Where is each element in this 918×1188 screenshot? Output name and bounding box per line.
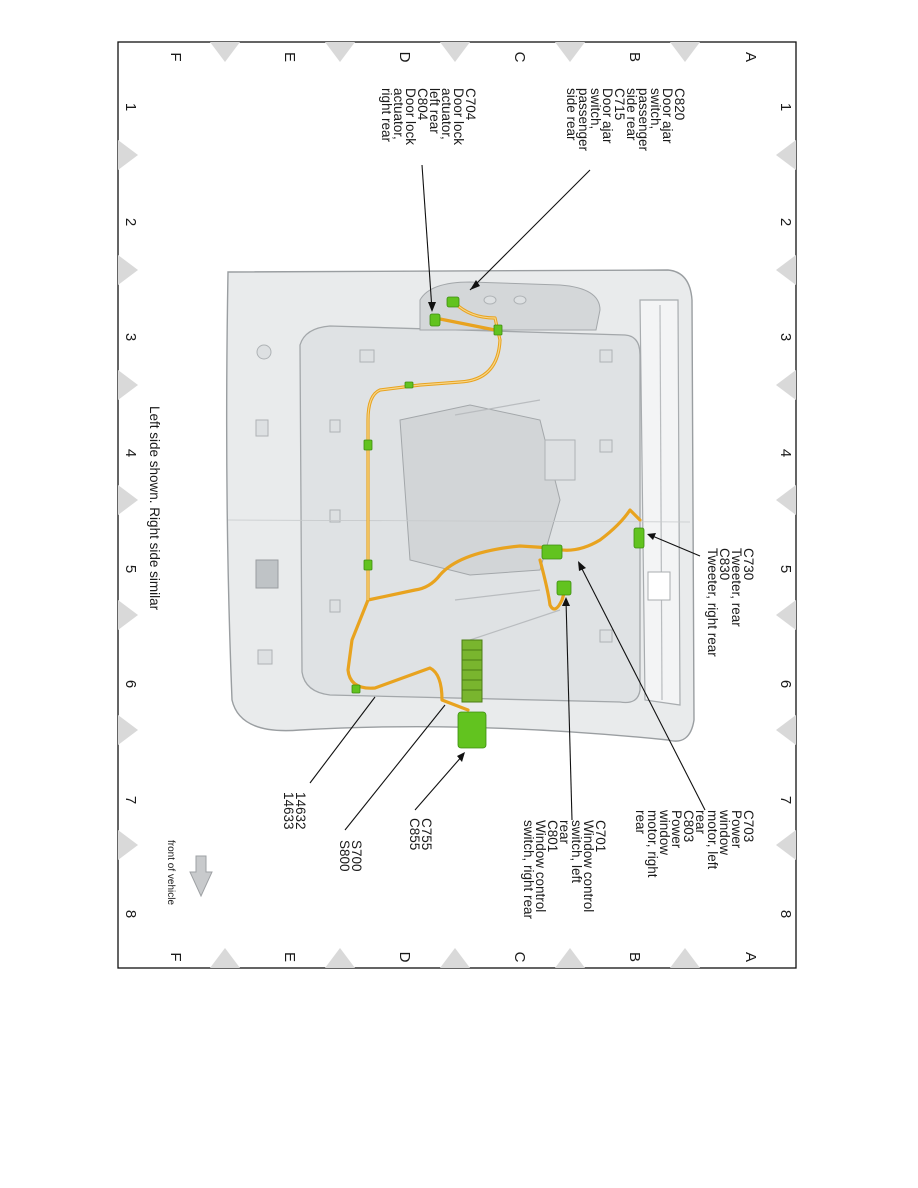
callout-text: C820 Door ajar switch, passenger side re… xyxy=(564,88,687,155)
harness-clip xyxy=(363,439,373,451)
harness-clip xyxy=(404,381,414,389)
grid-letter: C xyxy=(511,52,528,63)
grid-letter: C xyxy=(511,952,528,963)
callout-14632-14633: 14632 14633 xyxy=(281,792,308,833)
down-arrow-icon xyxy=(189,855,213,898)
connector-c730 xyxy=(633,527,645,549)
grid-number: 5 xyxy=(122,565,139,573)
connector-c701 xyxy=(556,580,572,596)
wiring-harness xyxy=(346,296,645,749)
callout-text: C703 Power window motor, left rear C803 … xyxy=(633,809,756,881)
callout-text: S700 S800 xyxy=(337,840,364,875)
callout-text: C755 C855 xyxy=(407,818,434,854)
grid-number: 2 xyxy=(777,218,794,226)
connector-c703 xyxy=(541,544,563,560)
grid-number: 7 xyxy=(122,796,139,804)
grid-letter: A xyxy=(742,952,759,962)
grid-number: 4 xyxy=(122,449,139,457)
callout-c704-c804: C704 Door lock actuator, left rear C804 … xyxy=(379,88,478,149)
callout-c730-c830: C730 Tweeter, rear C830 Tweeter, right r… xyxy=(705,548,756,657)
harness-clip xyxy=(363,559,373,571)
harness-clip xyxy=(351,684,361,694)
grid-numbers-left: 1 2 3 4 5 6 7 8 xyxy=(122,103,139,918)
grid-letter: E xyxy=(281,952,298,962)
connector-c755 xyxy=(457,711,487,749)
callout-c755-c855: C755 C855 xyxy=(407,818,434,854)
grid-number: 1 xyxy=(122,103,139,111)
door-panel-illustration xyxy=(225,269,695,742)
grid-number: 8 xyxy=(122,910,139,918)
grid-letter: E xyxy=(281,52,298,62)
connector-c820 xyxy=(446,296,460,308)
grid-number: 1 xyxy=(777,103,794,111)
grid-number: 5 xyxy=(777,565,794,573)
harness-clip xyxy=(493,324,503,336)
callout-text: 14632 14633 xyxy=(281,792,308,833)
grid-letter: A xyxy=(742,52,759,62)
diagram-caption: Left side shown. Right side similar xyxy=(147,406,162,611)
grid-number: 6 xyxy=(122,680,139,688)
grid-letter: F xyxy=(167,952,184,961)
callout-text: C704 Door lock actuator, left rear C804 … xyxy=(379,88,478,149)
front-of-vehicle-label: front of vehicle xyxy=(165,840,176,905)
callout-text: C730 Tweeter, rear C830 Tweeter, right r… xyxy=(705,548,756,657)
grid-letter: B xyxy=(626,952,643,962)
front-of-vehicle-indicator: front of vehicle xyxy=(165,840,213,905)
callout-s700-s800: S700 S800 xyxy=(337,840,364,875)
callout-c701-c801: C701 Window control switch, left rear C8… xyxy=(521,820,608,920)
grid-number: 3 xyxy=(122,333,139,341)
grid-numbers-right: 1 2 3 4 5 6 7 8 xyxy=(777,103,794,918)
grid-number: 7 xyxy=(777,796,794,804)
leader-lines xyxy=(309,164,706,831)
grid-letter: D xyxy=(396,52,413,63)
callout-c820-c715: C820 Door ajar switch, passenger side re… xyxy=(564,88,687,155)
grid-letter: B xyxy=(626,52,643,62)
grid-number: 4 xyxy=(777,449,794,457)
zone-markers xyxy=(118,42,796,968)
grid-number: 2 xyxy=(122,218,139,226)
grid-number: 8 xyxy=(777,910,794,918)
grid-letters-top: A B C D E F xyxy=(167,52,759,63)
connector-c704 xyxy=(429,313,441,327)
grid-letter: D xyxy=(396,952,413,963)
grid-letters-bottom: A B C D E F xyxy=(167,952,759,963)
callout-text: C701 Window control switch, left rear C8… xyxy=(521,820,608,920)
grid-number: 3 xyxy=(777,333,794,341)
grid-number: 6 xyxy=(777,680,794,688)
callout-c703-c803: C703 Power window motor, left rear C803 … xyxy=(633,809,756,881)
grid-letter: F xyxy=(167,52,184,61)
